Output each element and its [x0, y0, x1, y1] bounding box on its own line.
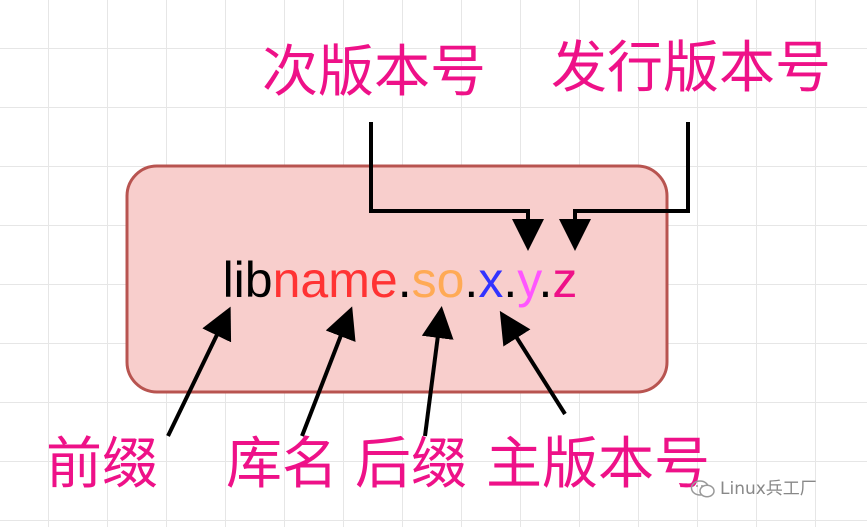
filename-name: name: [272, 252, 398, 308]
prefix-arrow: [166, 306, 232, 437]
libname-label: 库名: [226, 432, 338, 497]
watermark-text: Linux兵工厂: [720, 479, 817, 499]
filename-x: x: [478, 252, 504, 308]
suffix-arrow: [421, 306, 454, 437]
filename-so: so: [411, 252, 465, 308]
major-version-label: 主版本号: [486, 432, 710, 497]
library-filename: libname.so.x.y.z: [0, 255, 800, 305]
release-version-label: 发行版本号: [551, 36, 831, 101]
minor-version-connector: [369, 122, 544, 251]
wechat-icon: [690, 480, 715, 498]
minor-version-label: 次版本号: [262, 40, 486, 105]
filename-z: z: [552, 252, 578, 308]
suffix-label: 后缀: [355, 432, 467, 497]
filename-dot: .: [464, 252, 479, 308]
major-version-arrow: [499, 310, 567, 416]
filename-dot: .: [397, 252, 412, 308]
libname-arrow: [300, 306, 356, 437]
filename-y: y: [517, 252, 539, 308]
release-version-connector: [559, 122, 690, 251]
filename-dot: .: [538, 252, 553, 308]
filename-lib: lib: [222, 252, 273, 308]
watermark: Linux兵工厂: [690, 479, 817, 499]
filename-dot: .: [503, 252, 518, 308]
prefix-label: 前缀: [46, 432, 158, 497]
